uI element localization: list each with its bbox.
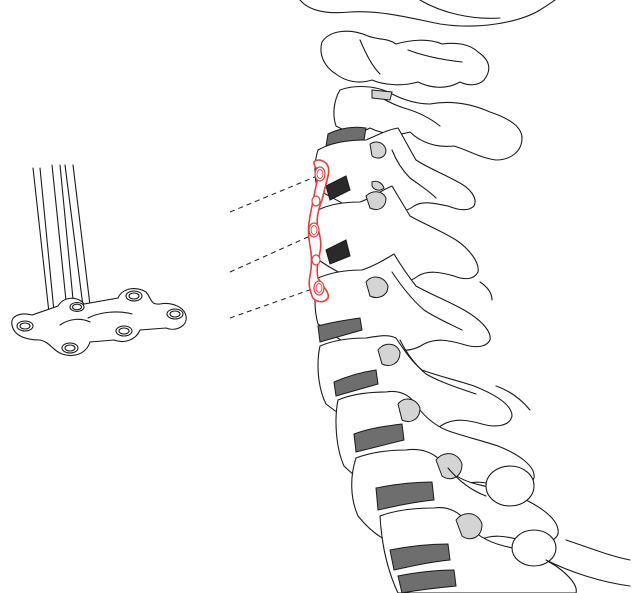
plate-hole-lower-mid [312,255,320,265]
plate-hole-upper-mid [312,196,320,206]
rib-head-2 [512,530,556,566]
implant-plate-preview [12,289,186,356]
plate-holder-instrument [12,165,186,356]
vertebra-c1 [321,31,489,87]
cervical-spine [300,0,630,593]
rib-head-1 [486,466,534,506]
